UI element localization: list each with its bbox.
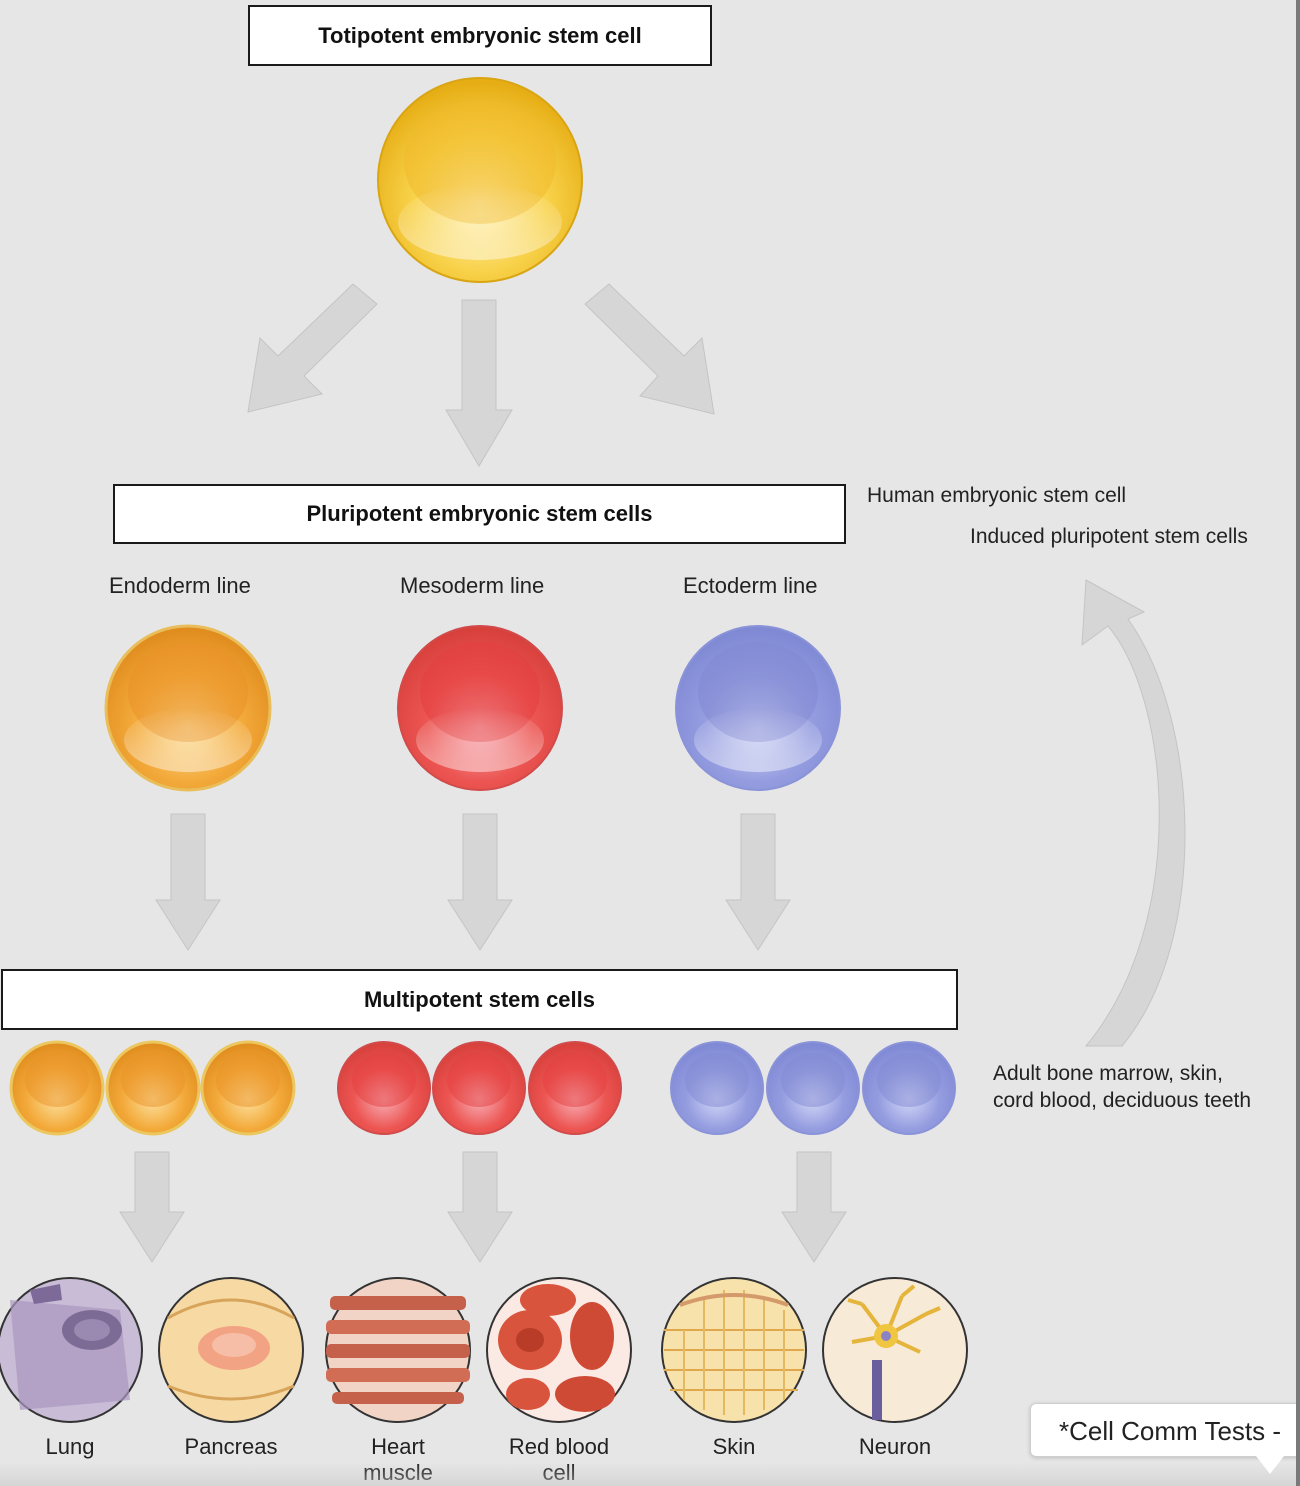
ectoderm-cell [675,625,841,791]
heart-muscle-illustration [325,1277,471,1423]
arrow-down-right [584,283,715,415]
window-edge [1296,0,1300,1486]
arrow-ectoderm [725,813,791,951]
multipotent-endoderm-cell [200,1040,296,1136]
arrows-top [247,283,715,467]
arrow-mesoderm [447,813,513,951]
mesoderm-cell [397,625,563,791]
multipotent-ectoderm-cell [766,1041,860,1135]
pancreas-cell-illustration [158,1277,304,1423]
multipotent-endoderm-cell [105,1040,201,1136]
induced-pluripotent-note: Induced pluripotent stem cells [970,525,1248,548]
cell-caption-skin: Skin [712,1434,756,1459]
cell-caption-pancreas: Pancreas [184,1434,278,1459]
multipotent-title: Multipotent stem cells [363,986,596,1012]
cell-caption-neuron: Neuron [858,1434,932,1459]
neuron-illustration [822,1277,968,1423]
arrow-down-center [445,299,513,467]
tooltip-text: *Cell Comm Tests - [1059,1416,1282,1446]
endoderm-cell [104,624,272,792]
arrow-to-mesoderm-cells [447,1151,513,1263]
arrow-to-ectoderm-cells [781,1151,847,1263]
mesoderm-line-label: Mesoderm line [400,573,545,598]
pluripotent-title: Pluripotent embryonic stem cells [306,501,653,526]
ectoderm-line-label: Ectoderm line [683,573,818,598]
multipotent-mesoderm-cell [432,1041,526,1135]
tab-tooltip[interactable]: *Cell Comm Tests - [1030,1403,1300,1457]
arrow-to-endoderm-cells [119,1151,185,1263]
pluripotent-title-box: Pluripotent embryonic stem cells [113,484,846,544]
multipotent-ectoderm-cell [862,1041,956,1135]
arrows-middle [155,813,791,951]
skin-cell-illustration [661,1277,807,1423]
totipotent-cell [377,77,583,283]
totipotent-title: Totipotent embryonic stem cell [318,22,642,48]
multipotent-mesoderm-cell [337,1041,431,1135]
multipotent-title-box: Multipotent stem cells [1,969,958,1030]
curved-arrow-induced [1081,579,1186,1047]
multipotent-cells [9,1040,956,1136]
endoderm-line-label: Endoderm line [109,573,251,598]
totipotent-title-box: Totipotent embryonic stem cell [248,5,712,66]
adult-source-note-line1: Adult bone marrow, skin, [993,1062,1223,1085]
arrows-bottom [119,1151,847,1263]
multipotent-ectoderm-cell [670,1041,764,1135]
cell-caption-lung: Lung [45,1434,95,1459]
arrow-down-left [247,283,378,413]
bottom-fade [0,1462,1300,1486]
multipotent-endoderm-cell [9,1040,105,1136]
red-blood-cell-illustration [486,1277,632,1423]
multipotent-mesoderm-cell [528,1041,622,1135]
human-embryonic-note: Human embryonic stem cell [867,484,1127,507]
tooltip-pointer [1256,1456,1284,1474]
lung-cell-illustration [0,1277,143,1423]
arrow-endoderm [155,813,221,951]
adult-source-note-line2: cord blood, deciduous teeth [993,1089,1252,1112]
